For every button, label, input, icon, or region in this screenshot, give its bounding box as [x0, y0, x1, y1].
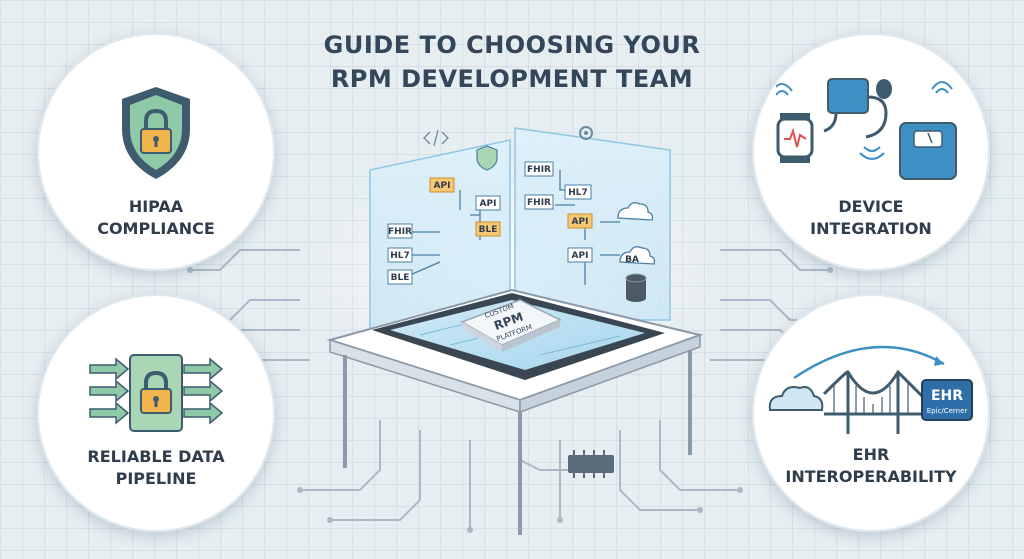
feature-label: HIPAA [128, 197, 184, 216]
flow-tag: HL7 [568, 188, 588, 198]
feature-label: INTEGRATION [810, 219, 932, 238]
flow-tag: FHIR [527, 198, 551, 208]
shield-icon-small [476, 145, 498, 171]
feature-device-integration: DEVICE INTEGRATION [752, 33, 990, 271]
lock-pipeline-icon [89, 354, 224, 432]
flow-tag: API [572, 251, 589, 261]
feature-label: RELIABLE DATA [87, 447, 225, 466]
title-line-1: GUIDE TO CHOOSING YOUR [323, 31, 701, 59]
feature-ehr-interoperability: EHR Epic/Cerner EHR INTEROPERABILITY [752, 294, 990, 532]
title-line-2: RPM DEVELOPMENT TEAM [330, 65, 694, 93]
flow-tag: API [480, 199, 497, 209]
microchip-icon [568, 450, 614, 478]
flow-tag: BA [625, 255, 639, 265]
bridge-cloud-ehr-icon: EHR Epic/Cerner [768, 345, 973, 434]
cloud-icon [617, 202, 654, 221]
feature-label: DEVICE [838, 197, 904, 216]
shield-lock-icon [122, 87, 190, 179]
feature-hipaa-compliance: HIPAA COMPLIANCE [37, 33, 275, 271]
flow-tag: API [434, 181, 451, 191]
feature-label: INTEROPERABILITY [785, 467, 957, 486]
medical-devices-icon [776, 78, 957, 180]
database-icon [625, 273, 647, 302]
page-title: GUIDE TO CHOOSING YOUR RPM DEVELOPMENT T… [0, 28, 1024, 96]
code-icon [423, 129, 449, 147]
flow-tag: BLE [479, 225, 498, 235]
flow-tag: HL7 [390, 251, 410, 261]
flow-tag: FHIR [527, 165, 551, 175]
flow-tag: BLE [391, 273, 410, 283]
platform-chip [460, 299, 562, 352]
feature-label: EHR [852, 445, 890, 464]
gear-icon [579, 126, 593, 140]
feature-label: PIPELINE [115, 469, 197, 488]
flow-tag: FHIR [388, 227, 412, 237]
ehr-badge-title: EHR [931, 388, 963, 404]
flow-tag: API [572, 217, 589, 227]
cloud-icon-2 [619, 246, 656, 265]
feature-reliable-data-pipeline: RELIABLE DATA PIPELINE [37, 294, 275, 532]
feature-label: COMPLIANCE [97, 219, 215, 238]
circuit-traces [170, 249, 860, 530]
ehr-badge-subtitle: Epic/Cerner [927, 407, 968, 415]
